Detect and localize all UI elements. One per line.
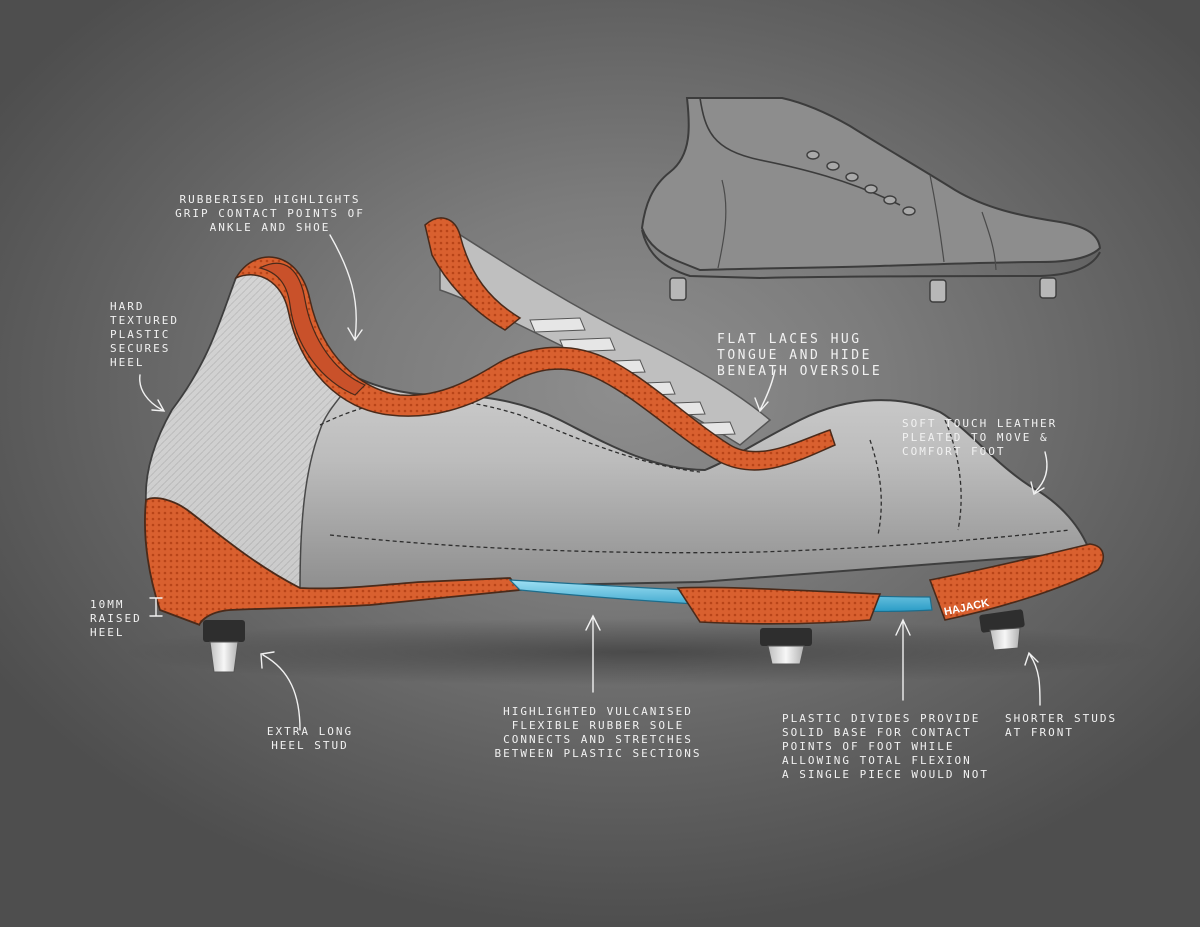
sketch-studs [669, 277, 1057, 303]
heel-plate [144, 497, 522, 626]
annotation-soft-leather: Soft touch leather pleated to move & com… [902, 417, 1058, 458]
annotation-raised-heel: 10mm raised heel [90, 598, 142, 639]
raised-heel-indicator [149, 597, 163, 617]
heel-stud [203, 620, 245, 673]
annotation-plastic-divides: Plastic divides provide solid base for c… [782, 712, 989, 781]
side-view-sketch [640, 97, 1102, 303]
sketch-upper [640, 97, 1102, 272]
annotation-arrows [139, 234, 1048, 731]
sketch-tongue [699, 97, 901, 206]
arrow-soft-leather [1030, 451, 1048, 496]
stitch-line-pleat-2 [944, 419, 962, 531]
annotation-flat-laces: Flat laces hug tongue and hide beneath o… [717, 332, 883, 379]
mid-plate [676, 586, 882, 625]
toe-plate [928, 543, 1105, 621]
stitch-line-bottom [329, 529, 1071, 554]
collar-highlight-inner [258, 262, 367, 396]
annotation-hard-plastic: Hard textured plastic secures heel [110, 300, 179, 369]
ground-shadow [120, 618, 1160, 686]
tongue [439, 220, 772, 446]
sketch-eyelets [806, 150, 916, 216]
arrow-rubberised [329, 234, 363, 342]
collar-highlight-outer [234, 256, 836, 471]
annotation-shorter-studs: Shorter studs at front [1005, 712, 1118, 739]
arrow-flat-laces [754, 369, 776, 413]
arrow-hard-plastic [139, 374, 166, 412]
mid-stud [760, 628, 812, 665]
arrow-plastic-divides [895, 618, 911, 701]
sketch-sole [641, 229, 1101, 280]
arrow-shorter-studs [1024, 651, 1041, 706]
annotation-rubberised: Rubberised highlights grip contact point… [175, 193, 365, 234]
sketch-seam [717, 174, 997, 271]
stitch-line-pleat-1 [869, 439, 882, 536]
main-shoe-render [144, 217, 1105, 673]
annotation-rubber-sole: Highlighted vulcanised flexible rubber s… [494, 705, 702, 760]
arrow-heel-stud [260, 651, 301, 731]
annotation-heel-stud: Extra long heel stud [266, 725, 354, 752]
arrow-rubber-sole [585, 614, 601, 693]
ankle-tab [424, 217, 522, 331]
front-stud [979, 609, 1025, 651]
